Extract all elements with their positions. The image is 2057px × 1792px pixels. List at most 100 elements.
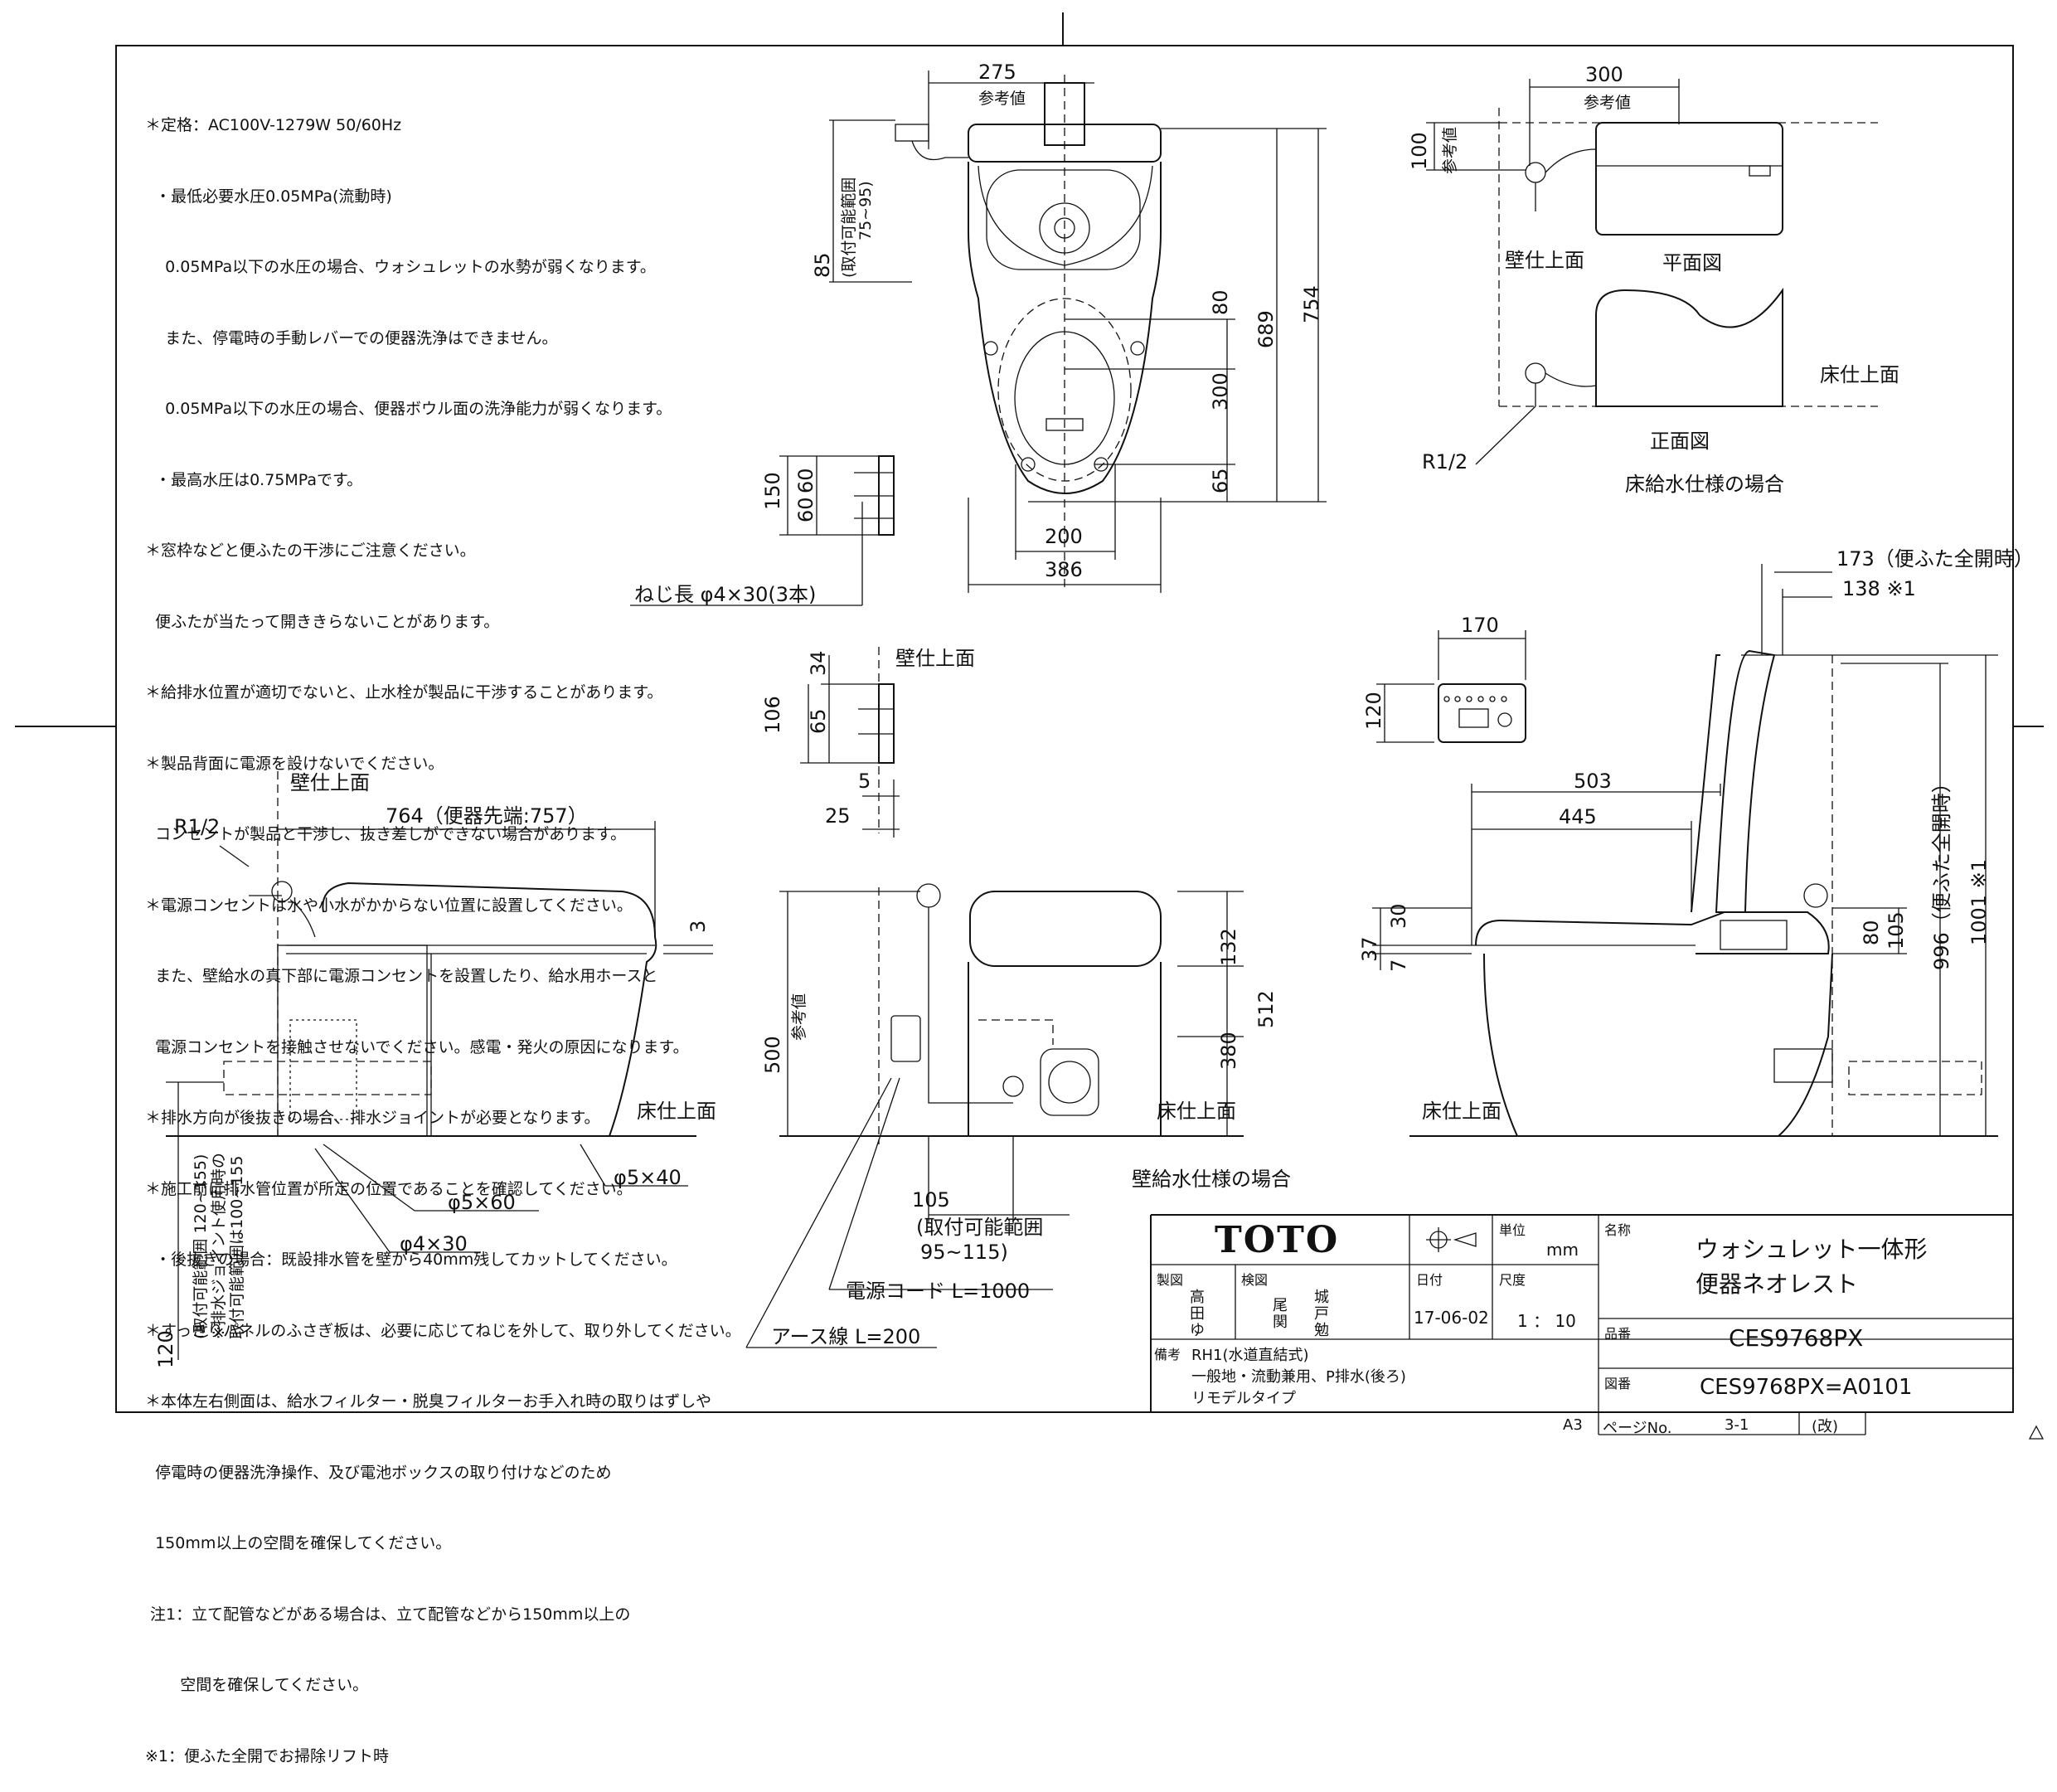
note-line: ＊窓枠などと便ふたの干渉にご注意ください。: [145, 541, 476, 560]
checked-by-3: 城: [1314, 1289, 1329, 1306]
remote-dim-170: 170: [1461, 614, 1499, 637]
brand-logo: TOTO: [1215, 1219, 1340, 1261]
front-dim-380: 380: [1217, 1032, 1240, 1070]
lid-dim-138: 138 ※1: [1842, 577, 1916, 600]
remarks-line1: RH1(水道直結式): [1191, 1347, 1309, 1364]
notes-block: ＊定格：AC100V-1279W 50/60Hz ・最低必要水圧0.05MPa(…: [145, 66, 750, 1792]
floor-dim-100: 100: [1408, 132, 1431, 170]
power-cord-label: 電源コード L=1000: [846, 1280, 1030, 1303]
note-line: 電源コンセントを接触させないでください。感電・発火の原因になります。: [145, 1037, 689, 1056]
drawing-border: [115, 45, 2014, 1413]
checked-by-2: 関: [1273, 1314, 1288, 1331]
bracket-dim-60b: 60: [794, 497, 817, 522]
note-line: 0.05MPa以下の水圧の場合、ウォシュレットの水勢が弱くなります。: [145, 258, 656, 276]
floor-floor-label: 床仕上面: [1820, 363, 1899, 386]
bracket-dim-60a: 60: [794, 468, 817, 493]
drawn-by-1: 高: [1190, 1289, 1205, 1306]
front-range-value: 95~115): [920, 1241, 1008, 1264]
note-line: 停電時の便器洗浄操作、及び電池ボックスの取り付けなどのため: [145, 1463, 612, 1482]
bracket-dim-65: 65: [807, 708, 830, 734]
side-floor-label: 床仕上面: [637, 1100, 716, 1123]
front-caption: 壁給水仕様の場合: [1132, 1168, 1291, 1191]
floor-plan-label: 平面図: [1662, 251, 1722, 274]
floor-wall-label: 壁仕上面: [1505, 249, 1584, 272]
front-view-drawing: [745, 883, 1244, 1348]
note-line: 150mm以上の空間を確保してください。: [145, 1534, 452, 1552]
sheet-size: A3: [1563, 1416, 1583, 1434]
front-dim-500: 500: [761, 1036, 784, 1074]
earth-wire-label: アース線 L=200: [771, 1325, 920, 1348]
bracket-dim-5: 5: [858, 770, 871, 793]
wall-bracket-label: 壁仕上面: [895, 647, 975, 670]
date-value: 17-06-02: [1414, 1308, 1489, 1328]
dim-65: 65: [1209, 468, 1232, 493]
dim-754: 754: [1300, 285, 1323, 323]
note-line: ＊本体左右側面は、給水フィルター・脱臭フィルターお手入れ時の取りはずしや: [145, 1392, 712, 1411]
lid-dim-80: 80: [1860, 920, 1883, 945]
revision-triangle-icon: [2028, 1425, 2045, 1440]
page-number: 3-1: [1725, 1416, 1749, 1434]
bracket-dim-25: 25: [825, 804, 851, 828]
dim-689: 689: [1254, 310, 1278, 348]
part-number: CES9768PX: [1729, 1324, 1864, 1352]
front-dim-512: 512: [1254, 990, 1278, 1028]
dim-range-value: 75~95): [856, 181, 875, 240]
top-view-drawing: [829, 70, 1327, 593]
note-line: ＊排水方向が後抜きの場合、排水ジョイントが必要となります。: [145, 1109, 600, 1127]
date-label: 日付: [1416, 1272, 1443, 1288]
unit-label: 単位: [1499, 1222, 1526, 1238]
lid-floor-label: 床仕上面: [1422, 1100, 1502, 1123]
floor-dim-ref: 参考値: [1584, 94, 1631, 112]
note-line: 空間を確保してください。: [145, 1676, 369, 1694]
lid-dim-996: 996（便ふた全開時）: [1930, 773, 1953, 970]
lid-dim-1001: 1001 ※1: [1967, 859, 1991, 945]
lid-dim-7: 7: [1387, 959, 1410, 972]
front-dim-ref: 参考値: [790, 993, 808, 1041]
screw-spec-label: ねじ長 φ4×30(3本): [634, 583, 816, 606]
note-line: また、壁給水の真下部に電源コンセントを設置したり、給水用ホースと: [145, 967, 658, 985]
remote-dim-120: 120: [1362, 692, 1385, 730]
lid-dim-105: 105: [1885, 911, 1908, 949]
checked-by-5: 勉: [1314, 1322, 1329, 1339]
dim-80: 80: [1209, 289, 1232, 315]
front-dim-105: 105: [912, 1188, 950, 1212]
side-wall-label: 壁仕上面: [290, 771, 370, 794]
lid-dim-445: 445: [1559, 805, 1597, 828]
dim-range-label: (取付可能範囲: [840, 177, 858, 278]
note-line: ＊製品背面に電源を設けないでください。: [145, 754, 444, 773]
dim-386: 386: [1045, 558, 1083, 581]
side-pipe-label: R1/2: [174, 815, 220, 838]
front-range-label: (取付可能範囲: [916, 1216, 1043, 1239]
remote-control-drawing: [1376, 630, 1526, 743]
dim-200: 200: [1045, 525, 1083, 548]
screw-bracket-drawing: [630, 455, 895, 606]
lid-dim-173: 173（便ふた全開時）: [1836, 547, 2034, 571]
note-line: ＊電源コンセントは水や小水がかからない位置に設置してください。: [145, 896, 633, 915]
checked-by-4: 戸: [1314, 1305, 1329, 1323]
note-line: 0.05MPa以下の水圧の場合、便器ボウル面の洗浄能力が弱くなります。: [145, 400, 672, 418]
bracket-dim-150: 150: [761, 472, 784, 510]
note-line: ＊定格：AC100V-1279W 50/60Hz: [145, 116, 402, 134]
unit-value: mm: [1546, 1240, 1579, 1260]
floor-caption: 床給水仕様の場合: [1625, 473, 1784, 496]
drawing-sheet: 275 参考値 85 (取付可能範囲 75~95) 80 689 754 300…: [15, 12, 2045, 1440]
side-view-drawing: [166, 771, 713, 1360]
dim-275: 275: [978, 61, 1016, 84]
scale-value: 1 ： 10: [1517, 1311, 1576, 1331]
part-label: 品番: [1604, 1326, 1632, 1342]
side-length-dim: 764（便器先端:757）: [386, 804, 588, 828]
note-line: コンセントが製品と干渉し、抜き差しができない場合があります。: [145, 825, 627, 843]
floor-dim-300: 300: [1585, 63, 1623, 86]
scale-label: 尺度: [1499, 1272, 1526, 1288]
note-line: ・最低必要水圧0.05MPa(流動時): [145, 187, 392, 206]
dim-85: 85: [811, 252, 834, 278]
side-gap-dim: 3: [686, 920, 710, 933]
floor-front-label: 正面図: [1650, 430, 1710, 453]
dim-reference-label: 参考値: [978, 90, 1026, 108]
lid-dim-503: 503: [1574, 770, 1612, 793]
revision-label: (改): [1812, 1418, 1839, 1435]
drawn-label: 製図: [1157, 1272, 1184, 1288]
note-line: ＊給排水位置が適切でないと、止水栓が製品に干渉することがあります。: [145, 683, 663, 702]
floor-pipe-label: R1/2: [1422, 450, 1468, 473]
remarks-label: 備考: [1154, 1347, 1181, 1362]
